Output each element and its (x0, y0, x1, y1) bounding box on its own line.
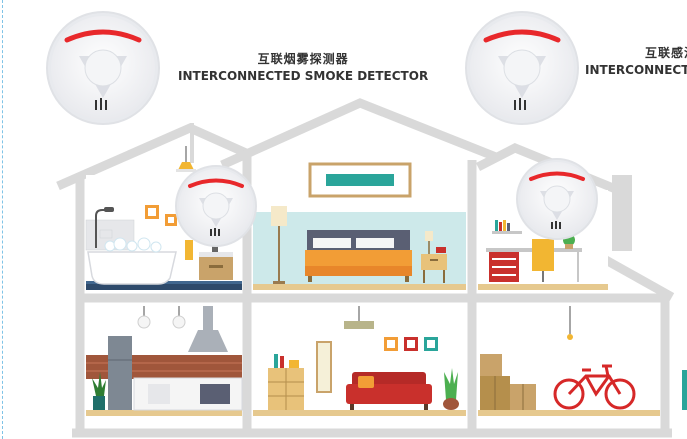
caption-cn: 互联烟雾探测器 (257, 52, 349, 66)
bedroom (253, 162, 466, 290)
smoke-detector-icon (516, 158, 598, 240)
bicycle-icon (553, 364, 636, 410)
caption-cn: 互联感温 (645, 46, 687, 60)
caption-heat-detector: 互联感温 INTERCONNECTE (585, 44, 687, 77)
range-hood-icon (188, 306, 228, 352)
smoke-detector-icon (175, 165, 257, 247)
boxes-icon (480, 354, 536, 410)
living-room (253, 306, 466, 416)
caption-en: INTERCONNECTE (585, 63, 687, 77)
dashed-guide (2, 0, 3, 439)
caption-smoke-detector: 互联烟雾探测器 INTERCONNECTED SMOKE DETECTOR (178, 50, 428, 83)
kitchen (86, 306, 243, 416)
bathtub-icon (87, 237, 177, 285)
sofa-icon (346, 372, 432, 410)
smoke-detector-icon (465, 11, 579, 125)
caption-en: INTERCONNECTED SMOKE DETECTOR (178, 69, 429, 83)
garage (478, 306, 687, 416)
bed-icon (305, 230, 412, 282)
smoke-detector-icon (46, 11, 160, 125)
